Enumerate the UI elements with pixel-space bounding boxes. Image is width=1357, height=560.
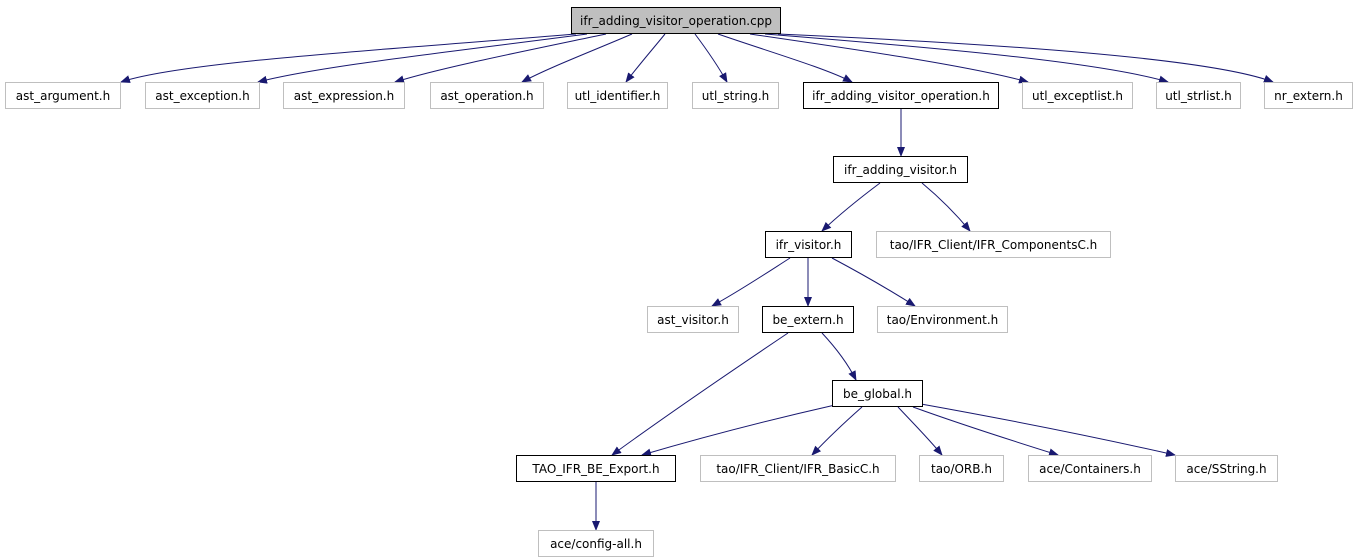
edge-be-global-orb bbox=[897, 406, 943, 456]
edge-root-ast-exception bbox=[257, 33, 588, 84]
node-ace-containers-h[interactable]: ace/Containers.h bbox=[1028, 455, 1152, 482]
edge-root-ast-expression bbox=[394, 33, 607, 84]
node-tao-environment-h[interactable]: tao/Environment.h bbox=[877, 306, 1008, 333]
edge-ifr-visitor-ast-visitor bbox=[711, 257, 791, 307]
node-be-extern-h[interactable]: be_extern.h bbox=[762, 306, 854, 333]
edge-adding-visitor-ifr-visitor bbox=[821, 182, 881, 232]
edge-root-utl-string bbox=[694, 33, 728, 83]
node-utl-exceptlist[interactable]: utl_exceptlist.h bbox=[1022, 82, 1133, 109]
edge-be-extern-be-export bbox=[611, 332, 789, 456]
edge-be-global-sstring bbox=[920, 403, 1176, 457]
node-utl-identifier[interactable]: utl_identifier.h bbox=[567, 82, 668, 109]
node-ast-exception[interactable]: ast_exception.h bbox=[145, 82, 260, 109]
node-tao-orb-h[interactable]: tao/ORB.h bbox=[919, 455, 1004, 482]
node-ast-operation[interactable]: ast_operation.h bbox=[430, 82, 544, 109]
node-utl-strlist[interactable]: utl_strlist.h bbox=[1156, 82, 1241, 109]
node-nr-extern[interactable]: nr_extern.h bbox=[1264, 82, 1353, 109]
edge-root-ast-argument bbox=[120, 33, 577, 83]
node-tao-ifr-be-export-h[interactable]: TAO_IFR_BE_Export.h bbox=[516, 455, 676, 482]
edge-root-utl-strlist bbox=[764, 33, 1169, 84]
node-ifr-adding-visitor-h[interactable]: ifr_adding_visitor.h bbox=[833, 156, 968, 183]
edge-be-extern-be-global bbox=[821, 332, 857, 381]
node-ast-argument[interactable]: ast_argument.h bbox=[5, 82, 121, 109]
node-ace-sstring-h[interactable]: ace/SString.h bbox=[1175, 455, 1278, 482]
edge-root-ast-operation bbox=[521, 33, 633, 83]
node-ast-visitor-h[interactable]: ast_visitor.h bbox=[647, 306, 739, 333]
node-ifr-visitor-h[interactable]: ifr_visitor.h bbox=[765, 231, 852, 258]
node-ast-expression[interactable]: ast_expression.h bbox=[283, 82, 405, 109]
node-utl-string[interactable]: utl_string.h bbox=[692, 82, 779, 109]
edge-root-utl-exceptlist bbox=[749, 33, 1029, 84]
edge-adding-visitor-components bbox=[921, 182, 971, 232]
edge-root-utl-identifier bbox=[625, 33, 666, 83]
edge-root-nr-extern bbox=[777, 33, 1274, 83]
edge-be-global-basic bbox=[811, 406, 863, 456]
node-ifr-adding-visitor-operation-h[interactable]: ifr_adding_visitor_operation.h bbox=[803, 82, 999, 109]
node-ifr-basicc-h[interactable]: tao/IFR_Client/IFR_BasicC.h bbox=[700, 455, 896, 482]
edge-be-global-be-export bbox=[641, 404, 836, 457]
node-root[interactable]: ifr_adding_visitor_operation.cpp bbox=[571, 7, 781, 34]
edge-ifr-visitor-environment bbox=[831, 257, 916, 307]
edge-be-global-containers bbox=[912, 406, 1059, 457]
edge-root-ifr-op-h bbox=[717, 33, 853, 83]
node-ifr-components-h[interactable]: tao/IFR_Client/IFR_ComponentsC.h bbox=[876, 231, 1111, 258]
node-ace-config-all-h[interactable]: ace/config-all.h bbox=[538, 530, 654, 557]
node-be-global-h[interactable]: be_global.h bbox=[832, 380, 923, 407]
